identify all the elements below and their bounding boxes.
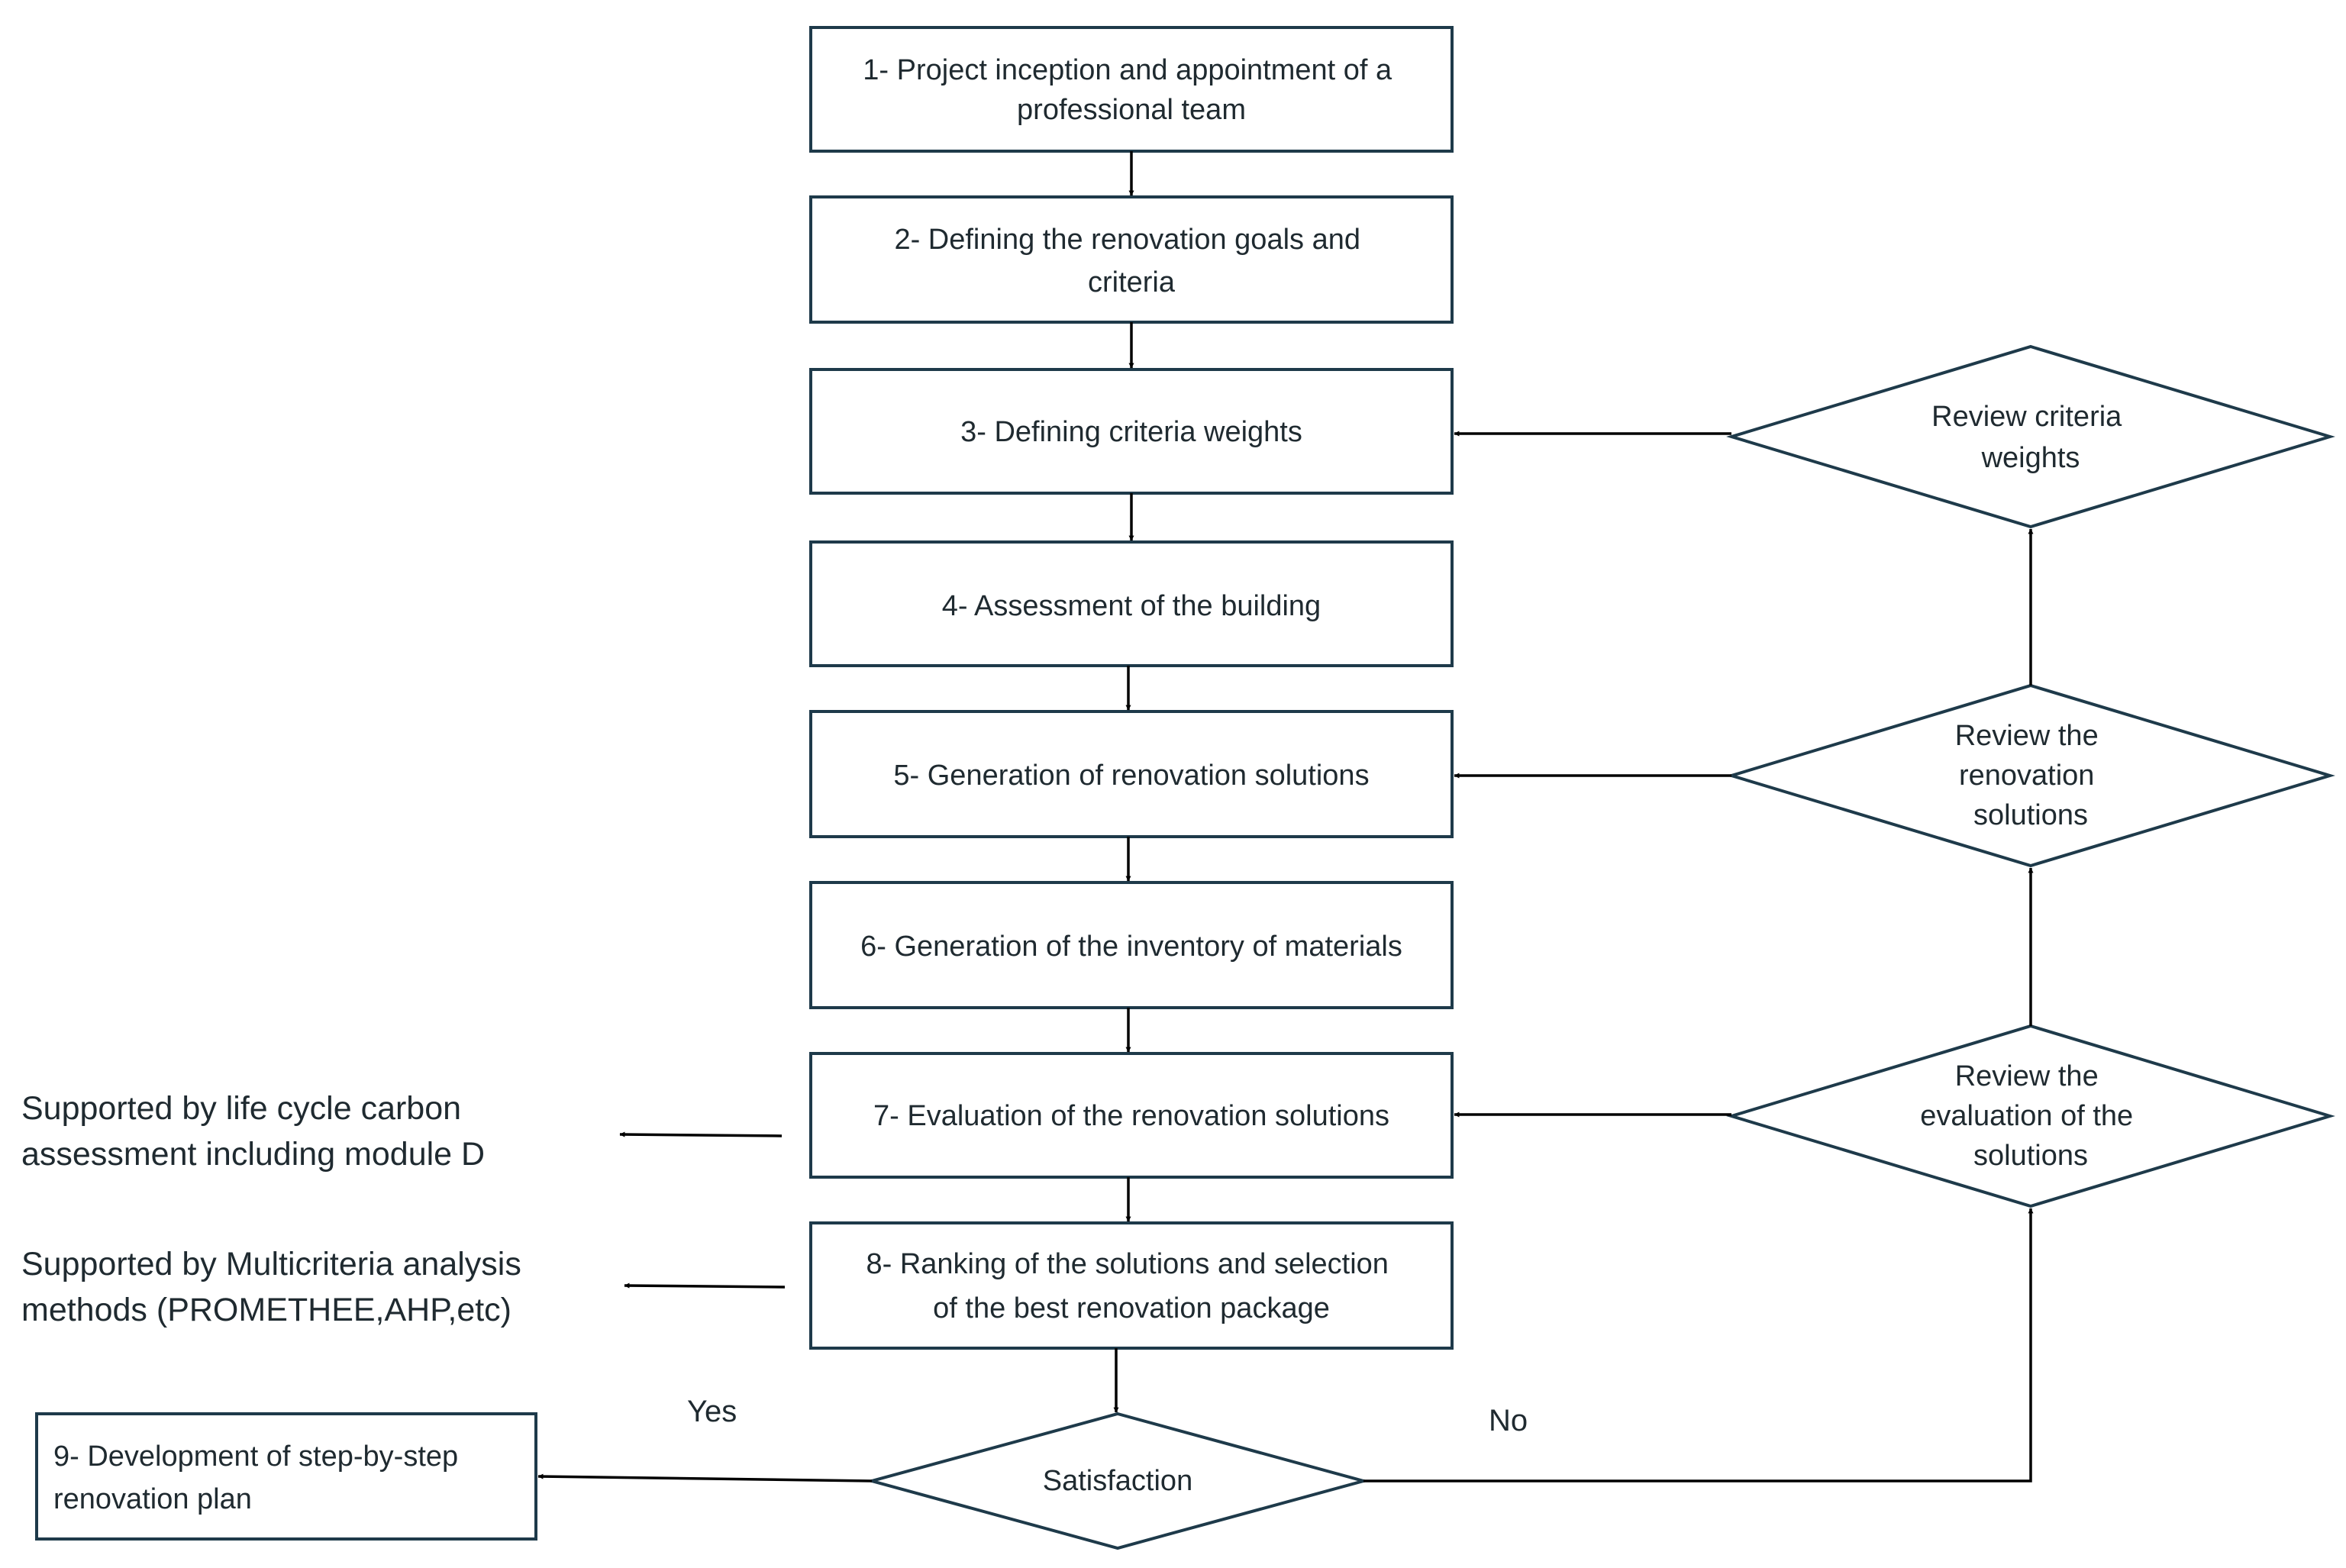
step-4-label: 4- Assessment of the building	[942, 590, 1321, 622]
arrow-satisfaction-yes-branch	[537, 1473, 873, 1483]
step-7-box	[809, 1052, 1454, 1179]
step-6-label: 6- Generation of the inventory of materi…	[860, 931, 1402, 963]
step-4-box	[809, 540, 1454, 667]
decision-review-criteria-weights	[1726, 344, 2335, 529]
step-6-box	[809, 881, 1454, 1009]
arrow-step8-to-mca-note	[624, 1282, 786, 1289]
step-2-label: 2- Defining the renovation goals and cri…	[894, 224, 1368, 298]
no-branch-label: No	[1489, 1404, 1528, 1437]
step-8-label: 8- Ranking of the solutions and selectio…	[866, 1248, 1397, 1324]
step-7-label: 7- Evaluation of the renovation solution…	[873, 1100, 1389, 1132]
step-1-label: 1- Project inception and appointment of …	[863, 54, 1399, 126]
step-3-label: 3- Defining criteria weights	[960, 416, 1302, 448]
decision-review-renovation-solutions	[1726, 683, 2335, 868]
yes-branch-label: Yes	[687, 1395, 737, 1428]
decision-satisfaction	[866, 1412, 1370, 1550]
step-9-label: 9- Development of step-by-step renovatio…	[53, 1441, 466, 1515]
decision-review-criteria-weights-label: Review criteria weights	[1931, 401, 2130, 474]
decision-satisfaction-label: Satisfaction	[1043, 1465, 1192, 1497]
decision-review-evaluation-label: Review the evaluation of the solutions	[1920, 1060, 2141, 1172]
step-3-box	[809, 368, 1454, 495]
arrow-satisfaction-no-branch	[1363, 1208, 2034, 1483]
decision-review-renovation-solutions-label: Review the renovation solutions	[1955, 720, 2107, 831]
step-5-box	[809, 710, 1454, 838]
step-1-box	[809, 26, 1454, 153]
step-5-label: 5- Generation of renovation solutions	[893, 760, 1369, 792]
decision-review-evaluation	[1726, 1024, 2335, 1208]
note-multicriteria-analysis: Supported by Multicriteria analysis meth…	[21, 1246, 531, 1328]
arrow-step7-to-lcca-note	[619, 1131, 783, 1137]
step-2-box	[809, 195, 1454, 324]
step-9-box	[35, 1412, 537, 1541]
note-life-cycle-carbon-assessment: Supported by life cycle carbon assessmen…	[21, 1090, 485, 1173]
step-8-box	[809, 1221, 1454, 1350]
